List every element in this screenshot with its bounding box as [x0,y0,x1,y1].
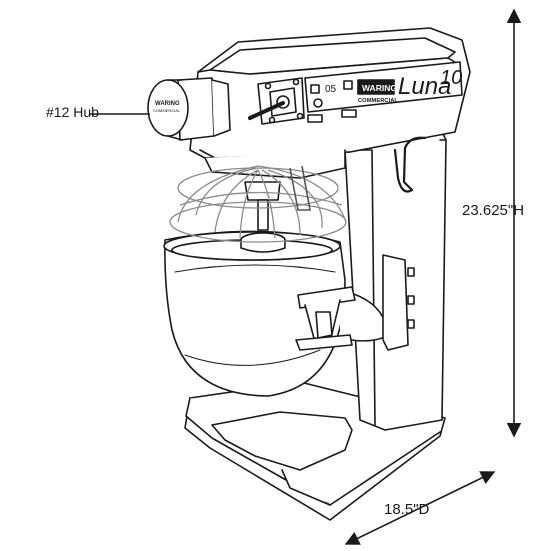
brand-name: WARING [362,83,397,93]
bowl-lift-handle[interactable] [393,136,427,193]
control-panel [304,61,463,123]
beater-shaft [240,181,286,253]
splash-guard [169,165,347,243]
depth-dimension-arrow [344,471,496,545]
hub-badge-sub: COMMERCIAL [153,108,181,113]
hub-callout-label: #12 Hub [46,104,99,120]
speed-lever [248,77,305,125]
stop-button[interactable] [341,109,357,118]
waring-logo-badge [357,79,395,95]
start-button[interactable] [307,114,323,123]
speed-display: 05 [325,84,337,95]
bowl-support-arm [339,254,415,351]
model-number: 10 [440,67,462,89]
up-button[interactable] [343,80,353,90]
attachment-hub [147,77,231,141]
brand-sub: COMMERCIAL [358,98,398,104]
hub-badge-name: WARING [155,101,180,107]
height-callout-label: 23.625"H [462,202,525,219]
model-name: Luna [398,73,451,100]
down-button[interactable] [310,84,320,94]
depth-callout-label: 18.5"D [384,501,430,518]
indicator-light [313,98,323,108]
bowl-clamp[interactable] [295,286,356,351]
